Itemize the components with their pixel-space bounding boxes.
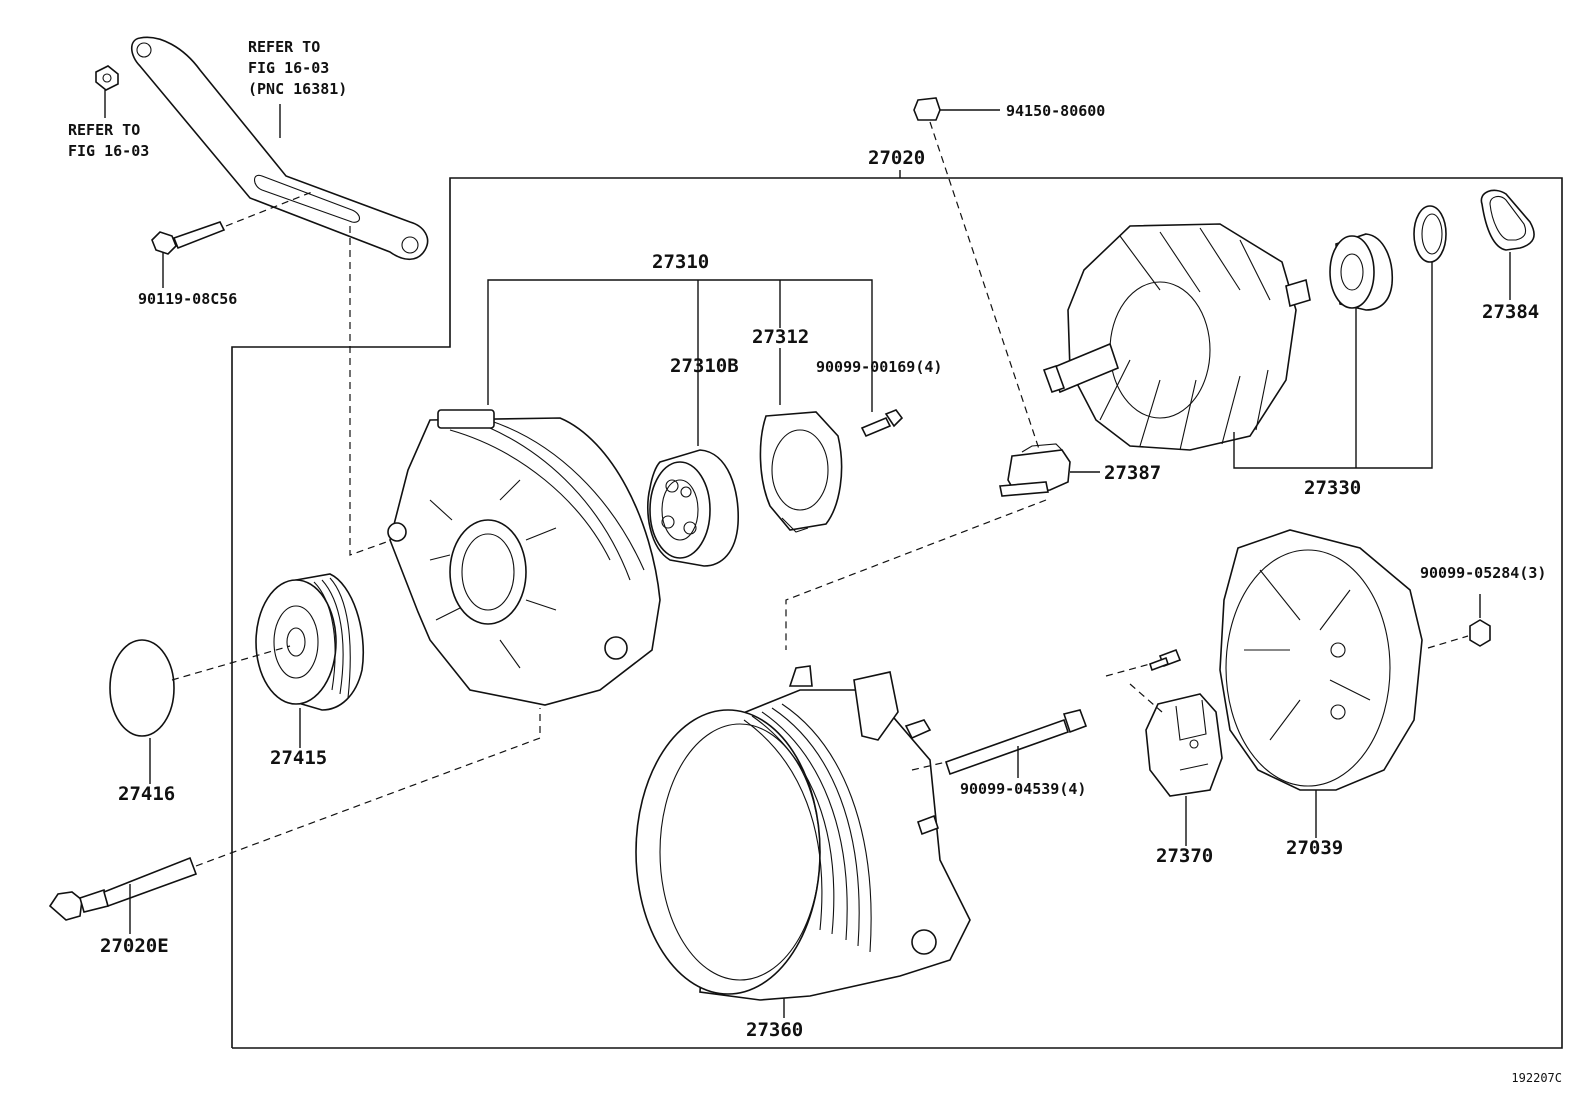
regulator-screw-icon <box>1148 648 1182 672</box>
part-number-rotor-set: 27330 <box>1304 477 1361 499</box>
part-number-terminal-nut: 94150-80600 <box>1006 102 1105 120</box>
part-number-pulley: 27415 <box>270 747 327 769</box>
bearing <box>647 449 739 567</box>
voltage-regulator <box>1145 693 1223 797</box>
part-number-cover-seal: 27384 <box>1482 301 1539 323</box>
rear-end-cover <box>1219 529 1423 791</box>
retaining-ring <box>1413 205 1447 263</box>
mounting-bracket <box>130 36 429 261</box>
part-number-stator-housing: 27360 <box>746 1019 803 1041</box>
part-number-bolt-top: 90119-08C56 <box>138 290 237 308</box>
part-number-frame-set: 27310 <box>652 251 709 273</box>
refer-note-nut-line1: REFER TO <box>68 121 140 139</box>
refer-note-bracket-line1: REFER TO <box>248 38 320 56</box>
cover-seal <box>1480 189 1535 251</box>
part-number-retainer: 27312 <box>752 326 809 348</box>
terminal-insulator <box>999 443 1071 497</box>
part-number-retainer-screw: 90099-00169(4) <box>816 358 942 376</box>
figure-reference-code: 192207C <box>1511 1071 1562 1085</box>
bearing-retainer <box>759 411 843 533</box>
assembly-frame <box>231 177 1563 1049</box>
pulley <box>255 573 364 711</box>
bolt-icon <box>151 221 226 255</box>
rear-nut-icon <box>1469 619 1491 647</box>
part-number-through-bolt: 90099-04539(4) <box>960 780 1086 798</box>
long-bolt-icon <box>48 856 198 921</box>
part-number-long-bolt: 27020E <box>100 935 169 957</box>
through-bolt-icon <box>944 709 1088 776</box>
rotor <box>1042 223 1311 451</box>
drive-end-frame <box>387 409 661 706</box>
terminal-nut-icon <box>913 97 941 121</box>
part-number-cap: 27416 <box>118 783 175 805</box>
part-number-rear-cover: 27039 <box>1286 837 1343 859</box>
part-number-insulator: 27387 <box>1104 462 1161 484</box>
stator-housing <box>635 665 971 1001</box>
rotor-bearing <box>1329 233 1394 311</box>
cover-cap <box>109 639 175 737</box>
part-number-rear-nut: 90099-05284(3) <box>1420 564 1546 582</box>
refer-note-nut-line2: FIG 16-03 <box>68 142 149 160</box>
screw-icon <box>860 409 904 438</box>
refer-note-bracket-line3: (PNC 16381) <box>248 80 347 98</box>
nut-icon <box>95 65 119 91</box>
refer-note-bracket-line2: FIG 16-03 <box>248 59 329 77</box>
part-number-bearing: 27310B <box>670 355 739 377</box>
part-number-regulator: 27370 <box>1156 845 1213 867</box>
part-number-assembly: 27020 <box>868 147 925 169</box>
